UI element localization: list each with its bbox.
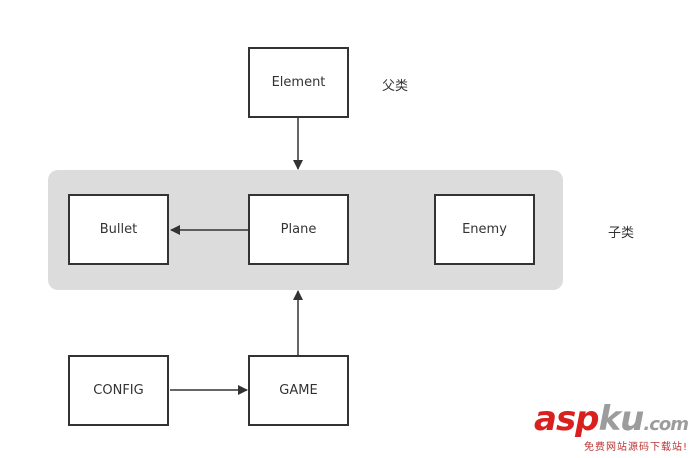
- node-element-label: Element: [271, 75, 326, 90]
- watermark-logo: aspku.com: [534, 399, 689, 442]
- node-enemy-label: Enemy: [462, 222, 507, 237]
- watermark: aspku.com 免费网站源码下载站!: [534, 399, 689, 454]
- child-class-label: 子类: [608, 226, 635, 241]
- node-enemy: Enemy: [434, 194, 535, 265]
- node-element: Element: [248, 47, 349, 118]
- node-game-label: GAME: [279, 383, 318, 398]
- node-config: CONFIG: [68, 355, 169, 426]
- watermark-logo-suffix: .com: [643, 414, 689, 435]
- watermark-logo-part1: asp: [534, 399, 600, 439]
- node-game: GAME: [248, 355, 349, 426]
- node-plane-label: Plane: [280, 222, 317, 237]
- watermark-subtitle: 免费网站源码下载站!: [583, 442, 688, 453]
- parent-class-label: 父类: [382, 79, 409, 94]
- node-plane: Plane: [248, 194, 349, 265]
- node-bullet: Bullet: [68, 194, 169, 265]
- node-bullet-label: Bullet: [99, 222, 138, 237]
- watermark-logo-part2: ku: [598, 399, 645, 439]
- node-config-label: CONFIG: [93, 383, 144, 398]
